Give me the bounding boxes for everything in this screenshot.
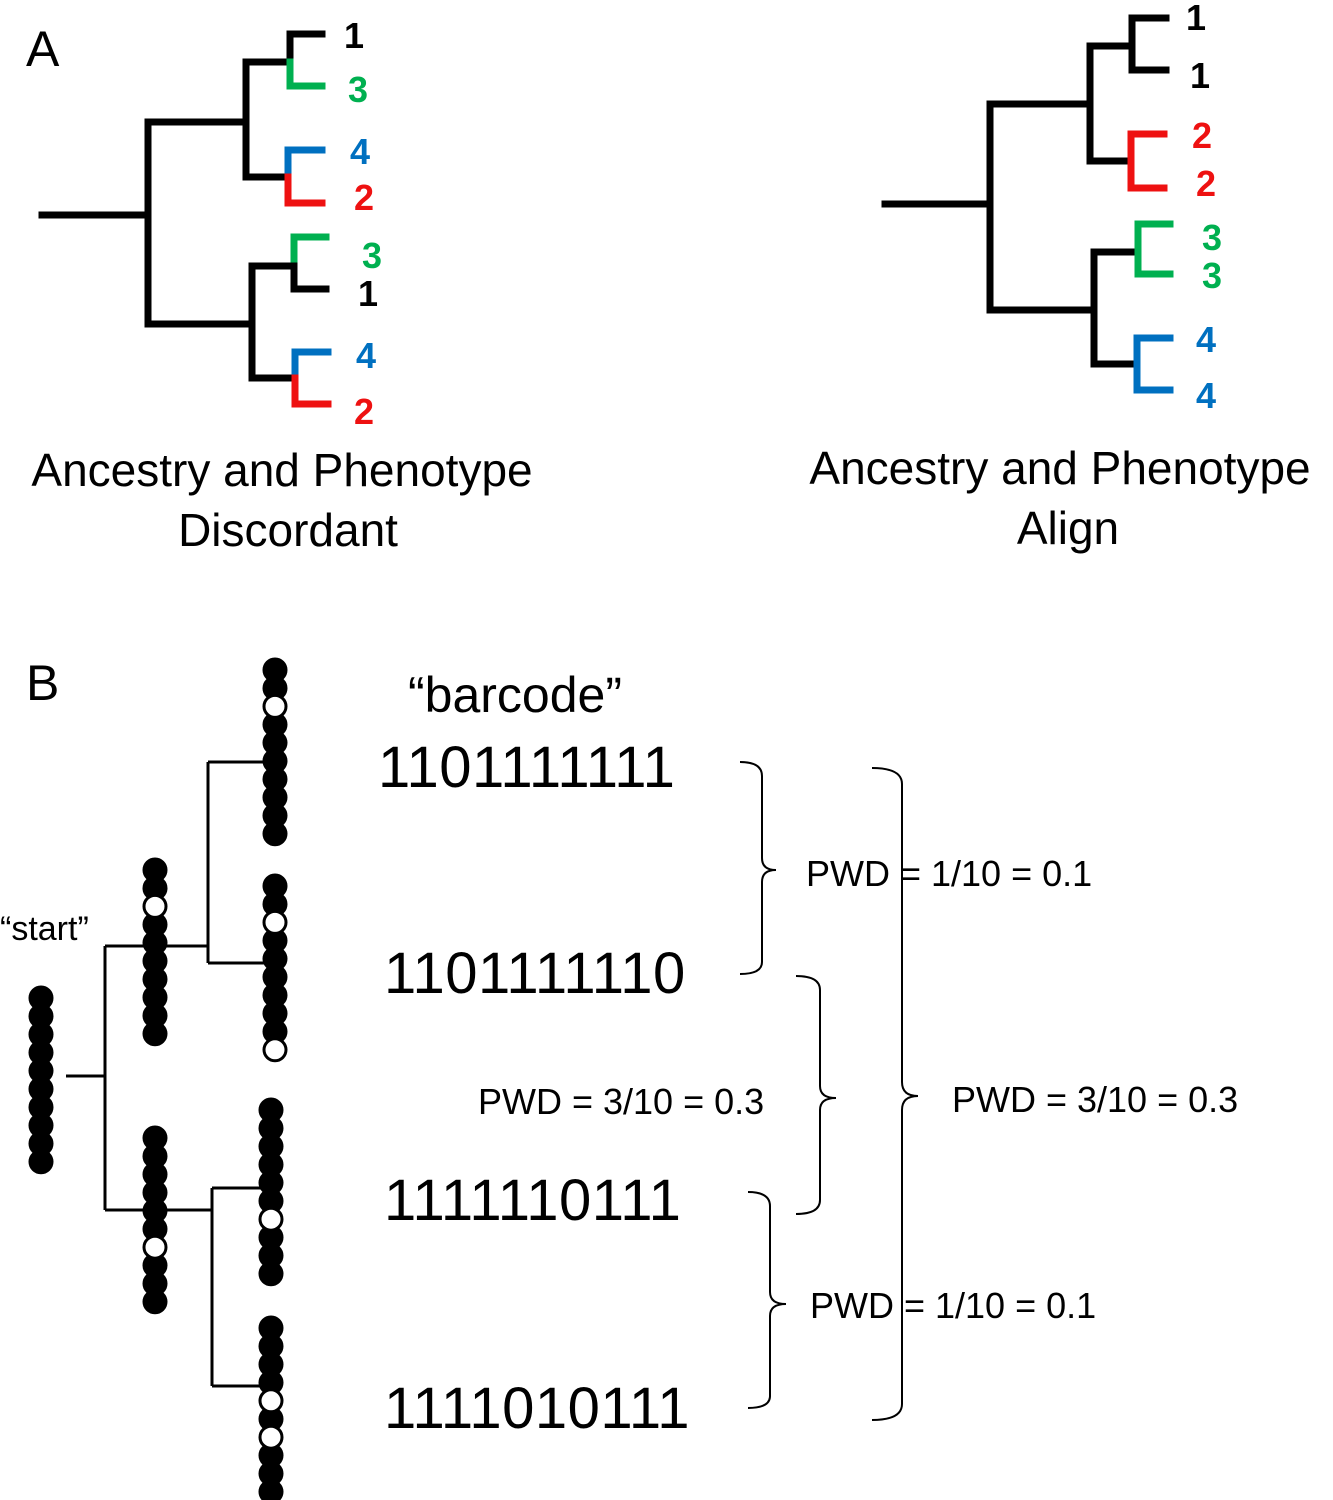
barcode-3: 1111110111 — [384, 1168, 681, 1233]
right-tip-4: 2 — [1196, 163, 1216, 204]
pwd-label-pair-1-2: PWD = 1/10 = 0.1 — [806, 853, 1092, 894]
brace-pair-1-4 — [871, 767, 919, 1421]
right-caption-line2: Align — [1017, 502, 1119, 554]
right-tree — [881, 14, 1174, 394]
brace-pair-3-4 — [747, 1191, 787, 1409]
right-tip-5: 3 — [1202, 217, 1222, 258]
right-caption-line1: Ancestry and Phenotype — [809, 442, 1310, 494]
right-tip-2: 1 — [1190, 55, 1210, 96]
state-dot-root-10 — [28, 1149, 54, 1175]
state-dot-node-bot-10 — [142, 1289, 168, 1315]
state-dot-node-top-10 — [142, 1021, 168, 1047]
right-tip-7: 4 — [1196, 319, 1216, 360]
left-tip-2: 3 — [348, 69, 368, 110]
state-dot-node-top-3 — [142, 893, 168, 919]
panel-b-label: B — [26, 655, 59, 711]
state-dot-tip-4-10 — [258, 1479, 284, 1500]
state-dot-tip-1-3 — [262, 693, 288, 719]
state-dot-tip-1-10 — [262, 821, 288, 847]
barcode-heading: “barcode” — [408, 667, 622, 723]
left-caption-line2: Discordant — [178, 504, 398, 556]
brace-pair-1-2 — [739, 761, 777, 975]
right-tip-3: 2 — [1192, 115, 1212, 156]
pwd-label-pair-3-4: PWD = 1/10 = 0.1 — [810, 1285, 1096, 1326]
left-tip-7: 4 — [356, 335, 376, 376]
state-dot-tip-4-7 — [258, 1424, 284, 1450]
state-dot-tip-4-5 — [258, 1388, 284, 1414]
state-dot-columns — [28, 657, 288, 1500]
left-tip-4: 2 — [354, 177, 374, 218]
right-tip-6: 3 — [1202, 255, 1222, 296]
state-dot-tip-3-10 — [258, 1261, 284, 1287]
left-tip-8: 2 — [354, 391, 374, 432]
left-tip-1: 1 — [344, 15, 364, 56]
left-tip-5: 3 — [362, 235, 382, 276]
right-tip-8: 4 — [1196, 375, 1216, 416]
start-label: “start” — [0, 910, 89, 948]
panel-a-label: A — [26, 21, 60, 77]
barcode-4: 1111010111 — [384, 1376, 690, 1441]
right-tip-1: 1 — [1186, 0, 1206, 38]
pwd-label-pair-1-4: PWD = 3/10 = 0.3 — [952, 1079, 1238, 1120]
state-dot-tip-3-7 — [258, 1206, 284, 1232]
left-caption-line1: Ancestry and Phenotype — [31, 444, 532, 496]
state-dot-tip-2-10 — [262, 1037, 288, 1063]
state-dot-node-bot-7 — [142, 1234, 168, 1260]
barcode-1: 1101111111 — [378, 735, 675, 800]
barcode-2: 1101111110 — [384, 941, 686, 1006]
pwd-label-pair-2-3: PWD = 3/10 = 0.3 — [478, 1081, 764, 1122]
barcode-tree — [66, 760, 268, 1388]
brace-pair-2-3 — [795, 975, 837, 1215]
left-tip-6: 1 — [358, 273, 378, 314]
left-tree — [38, 30, 332, 408]
left-tip-3: 4 — [350, 131, 370, 172]
state-dot-tip-2-3 — [262, 909, 288, 935]
